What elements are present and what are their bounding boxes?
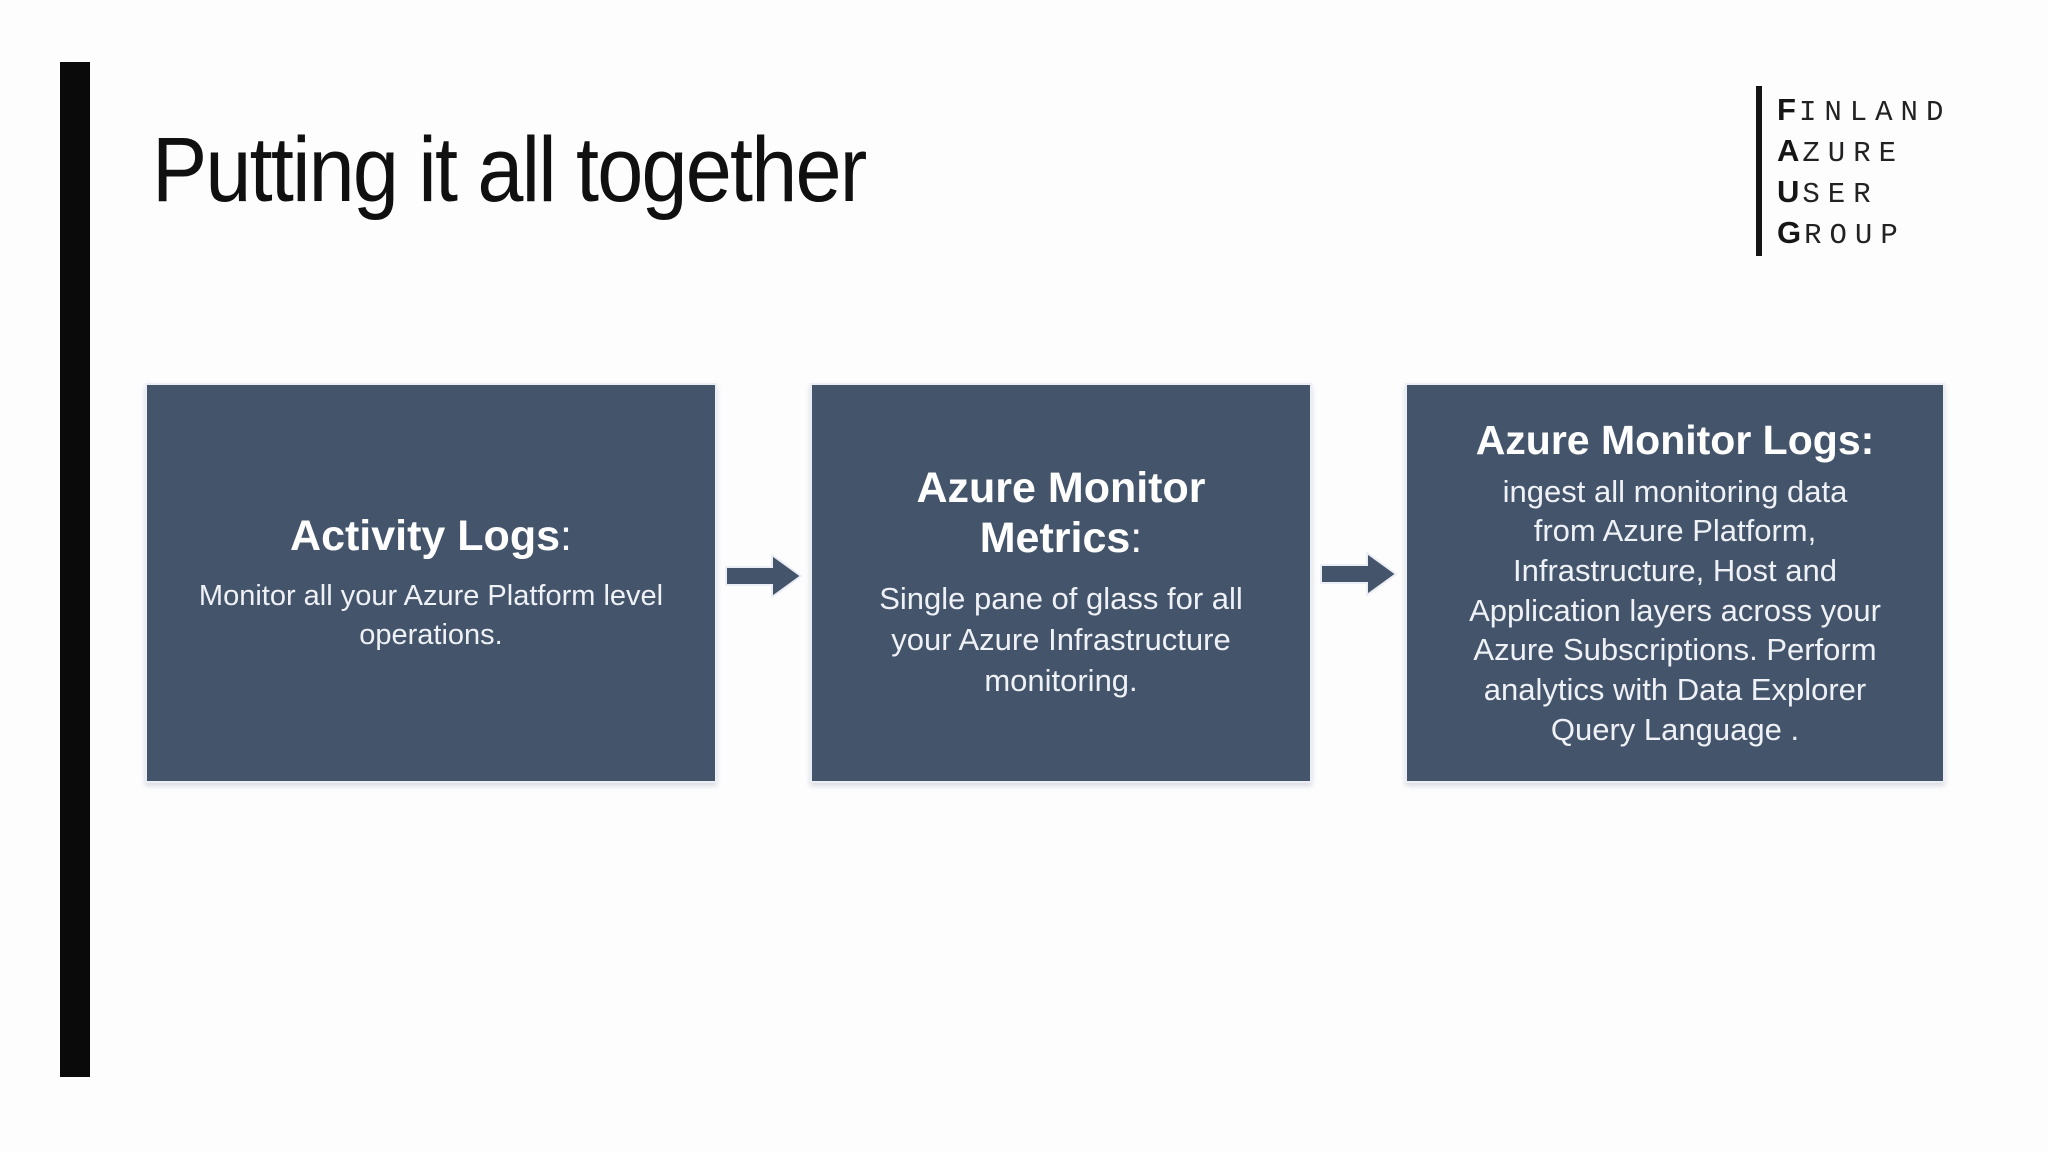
box-title-colon: : <box>560 512 572 561</box>
flow-arrow-icon <box>1320 551 1398 597</box>
box-title: Activity Logs: <box>290 512 572 561</box>
box-title: Azure Monitor Logs: <box>1475 416 1875 463</box>
box-body: Single pane of glass for all your Azure … <box>879 581 1243 698</box>
box-title-colon: : <box>1130 513 1143 562</box>
faug-logo-bar <box>1756 86 1762 256</box>
accent-bar <box>60 62 90 1077</box>
box-body: ingest all monitoring data from Azure Pl… <box>1469 473 1881 747</box>
flow-arrow-icon <box>725 553 803 599</box>
azure-monitor-metrics-box: Azure Monitor Metrics: Single pane of gl… <box>810 383 1312 783</box>
box-body: Monitor all your Azure Platform level op… <box>198 580 664 651</box>
box-title: Azure Monitor Metrics: <box>916 464 1206 562</box>
page-title: Putting it all together <box>152 118 867 221</box>
activity-logs-box: Activity Logs: Monitor all your Azure Pl… <box>145 383 717 783</box>
azure-monitor-logs-box: Azure Monitor Logs: ingest all monitorin… <box>1405 383 1945 783</box>
